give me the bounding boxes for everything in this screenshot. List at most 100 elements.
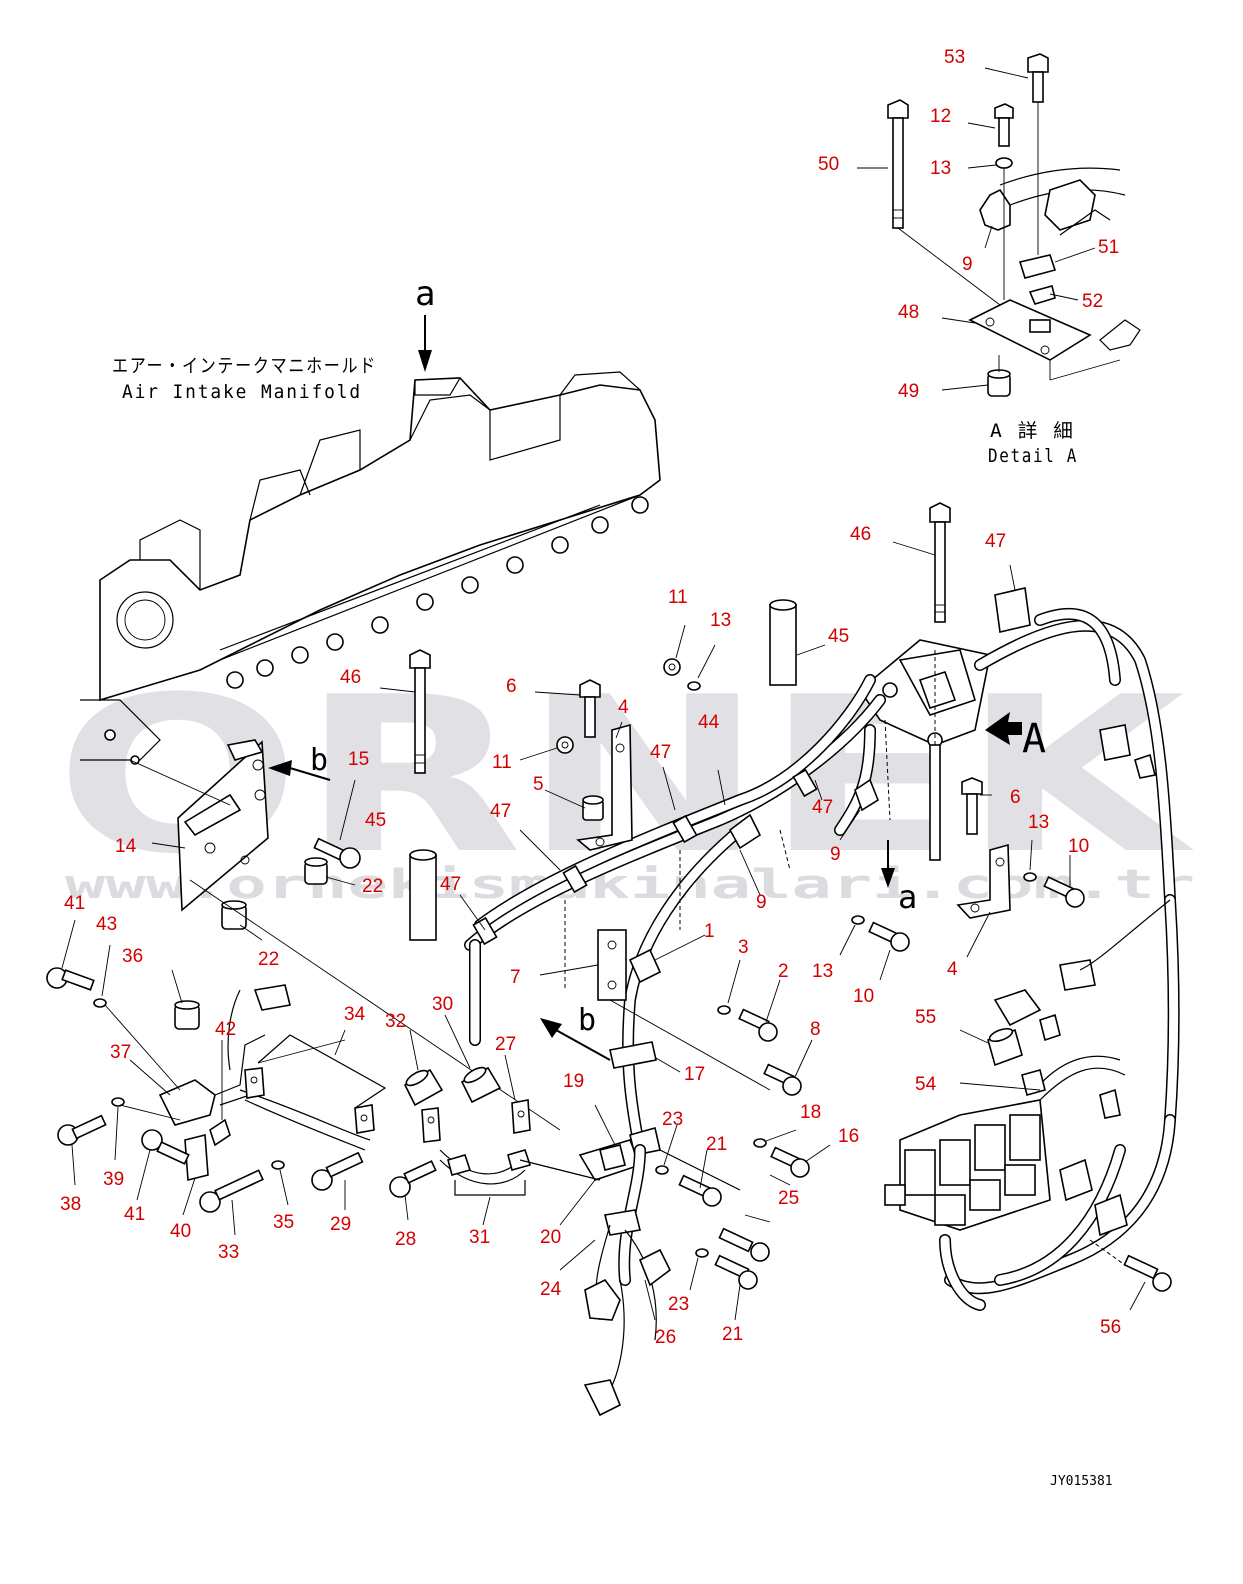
callout-47: 47 (490, 801, 511, 822)
callout-16: 16 (838, 1126, 859, 1147)
spacer-30 (460, 1066, 502, 1104)
ground-cable-31 (421, 1099, 532, 1196)
callout-29: 29 (330, 1214, 351, 1235)
callout-9: 9 (962, 254, 973, 275)
spacer-32 (403, 1068, 444, 1107)
lower-left-group (46, 967, 291, 1213)
callout-14: 14 (115, 836, 137, 857)
callout-47: 47 (650, 742, 671, 763)
bolt-28 (389, 1160, 437, 1198)
callout-35: 35 (273, 1212, 294, 1233)
callout-47: 47 (812, 797, 833, 818)
view-A-label: A (1022, 716, 1046, 762)
callout-2: 2 (778, 961, 789, 982)
leader-lines (61, 67, 1146, 1321)
view-a-label-lower: a (898, 878, 917, 916)
callout-45: 45 (365, 810, 386, 831)
bolt-16 (770, 1146, 810, 1178)
detail-a-label-english: Detail A (988, 445, 1078, 467)
callout-3: 3 (738, 937, 749, 958)
junction-block-assembly (858, 502, 1180, 1126)
callout-15: 15 (348, 749, 369, 770)
callout-46: 46 (850, 524, 871, 545)
view-b-arrow-upper (268, 760, 331, 781)
callout-55: 55 (915, 1007, 936, 1028)
callout-22: 22 (258, 949, 279, 970)
callout-12: 12 (930, 106, 951, 127)
spacer-45-lower (409, 849, 437, 941)
spacer-45-upper (769, 599, 797, 686)
callout-21: 21 (706, 1134, 727, 1155)
callout-9: 9 (756, 892, 767, 913)
callout-10: 10 (1068, 836, 1089, 857)
callout-25: 25 (778, 1188, 799, 1209)
callout-54: 54 (915, 1074, 937, 1095)
bolt-10-right (1043, 876, 1085, 908)
view-b-label-upper: b (310, 743, 328, 778)
callout-1: 1 (704, 921, 715, 942)
callout-48: 48 (898, 302, 919, 323)
callout-47: 47 (440, 874, 461, 895)
callout-38: 38 (60, 1194, 81, 1215)
spacer-22-lower (221, 900, 247, 930)
washer-18 (753, 1138, 767, 1148)
washer-3 (717, 1005, 731, 1015)
view-a-label-top: a (415, 274, 435, 314)
callout-41: 41 (124, 1204, 145, 1225)
bolt-8 (763, 1063, 802, 1096)
clamp-17 (609, 1041, 657, 1069)
callout-18: 18 (800, 1102, 821, 1123)
callout-23: 23 (668, 1294, 689, 1315)
callout-11: 11 (492, 752, 512, 773)
manifold-label-japanese: エアー・インテークマニホールド (112, 355, 377, 377)
callout-13: 13 (812, 961, 833, 982)
callout-4: 4 (618, 697, 629, 718)
callout-42: 42 (215, 1019, 236, 1040)
callout-46: 46 (340, 667, 361, 688)
callout-31: 31 (469, 1227, 490, 1248)
lower-center-assembly (519, 1127, 770, 1417)
view-a-arrow-lower (881, 840, 895, 888)
callout-9: 9 (830, 844, 841, 865)
callout-53: 53 (944, 47, 965, 68)
callout-7: 7 (510, 967, 521, 988)
bracket-4-upper (576, 723, 633, 851)
callout-43: 43 (96, 914, 117, 935)
main-wiring-harness (464, 674, 891, 1156)
bolt-6-upper (579, 679, 601, 738)
callout-4: 4 (947, 959, 958, 980)
view-a-arrow-top (418, 315, 432, 372)
lower-right-assembly (884, 989, 1176, 1311)
view-b-arrow-lower (540, 1018, 611, 1061)
spacer-5 (582, 795, 604, 821)
callout-36: 36 (122, 946, 143, 967)
washer-13-right (1023, 872, 1037, 882)
nut-11-upper (663, 658, 681, 676)
callout-44: 44 (698, 712, 720, 733)
callout-13: 13 (1028, 812, 1049, 833)
bolt-10-mid (868, 921, 910, 952)
ground-cable-34 (239, 1034, 387, 1151)
callout-19: 19 (563, 1071, 584, 1092)
bracket-7 (597, 929, 627, 1001)
callout-52: 52 (1082, 291, 1103, 312)
washer-13-mid (851, 915, 865, 925)
callout-39: 39 (103, 1169, 124, 1190)
manifold-label-english: Air Intake Manifold (122, 381, 362, 403)
callout-8: 8 (810, 1019, 821, 1040)
detail-a-assembly (887, 53, 1141, 397)
callout-10: 10 (853, 986, 874, 1007)
callout-13: 13 (710, 610, 731, 631)
callout-13: 13 (930, 158, 951, 179)
clamp-1 (628, 948, 662, 984)
callout-6: 6 (1010, 787, 1021, 808)
view-b-label-lower: b (578, 1003, 596, 1038)
air-intake-manifold (80, 371, 661, 765)
drawing-code: JY015381 (1050, 1474, 1113, 1489)
nut-11-lower (556, 736, 574, 754)
callout-27: 27 (495, 1034, 516, 1055)
callout-51: 51 (1098, 237, 1119, 258)
callout-24: 24 (540, 1279, 562, 1300)
callout-45: 45 (828, 626, 849, 647)
callout-32: 32 (385, 1011, 406, 1032)
